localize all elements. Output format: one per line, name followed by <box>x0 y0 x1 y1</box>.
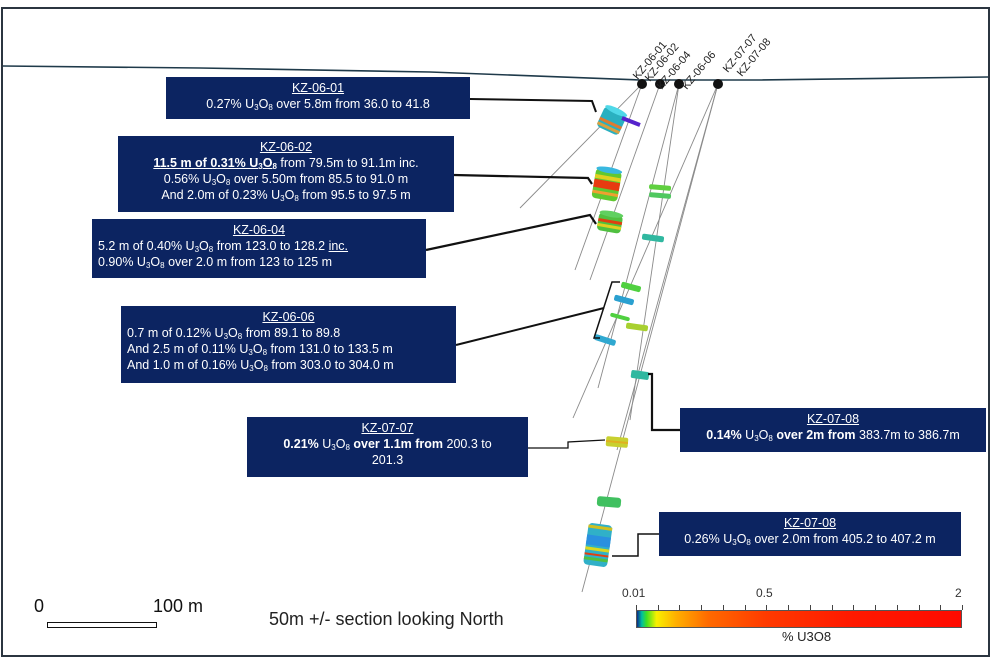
interval-kz-06-02 <box>591 166 623 202</box>
legend-tick <box>636 605 637 610</box>
interval-kz-06-04 <box>597 210 624 234</box>
interval-kz-06-06-h <box>594 334 616 346</box>
drill-traces <box>519 83 719 593</box>
callout-title: KZ-06-04 <box>232 223 286 237</box>
callout-line: 201.3 <box>371 453 404 467</box>
leader-kz-06-02 <box>453 173 593 185</box>
callout-line: 0.26% U3O8 over 2.0m from 405.2 to 407.2… <box>684 532 936 547</box>
drill-trace-kz-06-06 <box>629 83 680 421</box>
drill-trace-kz-06-04 <box>589 83 661 281</box>
legend-tick <box>788 605 790 610</box>
callout-kz-07-08-lower: KZ-07-08 0.26% U3O8 over 2.0m from 405.2… <box>659 512 961 556</box>
legend-tick <box>657 605 659 610</box>
interval-kz-07-08-a <box>630 370 650 380</box>
callout-line: 0.56% U3O8 over 5.50m from 85.5 to 91.0 … <box>163 172 409 187</box>
drill-trace-kz-06-06b <box>597 83 680 389</box>
legend-tick <box>962 605 963 610</box>
callout-line: And 1.0 m of 0.16% U3O8 from 303.0 to 30… <box>127 358 394 373</box>
legend-tick <box>875 605 877 610</box>
leader-lines <box>425 98 680 557</box>
callout-line: 5.2 m of 0.40% U3O8 from 123.0 to 128.2 … <box>98 239 349 254</box>
callout-title: KZ-06-02 <box>259 140 313 154</box>
callout-title: KZ-07-08 <box>806 412 860 426</box>
section-note: 50m +/- section looking North <box>269 609 504 629</box>
callout-kz-07-08-upper: KZ-07-08 0.14% U3O8 over 2m from 383.7m … <box>680 408 986 452</box>
callout-title: KZ-06-01 <box>291 81 345 95</box>
interval-kz-07-08-b <box>596 496 622 508</box>
legend-tick <box>744 605 746 610</box>
interval-kz-06-01-tail <box>621 116 641 127</box>
drill-trace-kz-07-07 <box>616 83 719 451</box>
legend-mid-label: 0.5 <box>756 586 773 600</box>
leader-kz-06-04 <box>425 213 597 252</box>
callout-kz-06-02: KZ-06-02 11.5 m of 0.31% U3O8 from 79.5m… <box>118 136 454 212</box>
leader-kz-06-06 <box>455 307 605 346</box>
scale-bar-end-label: 100 m <box>153 596 204 616</box>
mineralized-intervals <box>583 105 672 567</box>
legend-unit-label: % U3O8 <box>782 629 832 644</box>
callout-kz-06-06: KZ-06-06 0.7 m of 0.12% U3O8 from 89.1 t… <box>121 306 456 383</box>
leader-kz-06-06-bracket <box>592 281 620 339</box>
legend-tick <box>722 605 724 610</box>
collar-kz-06-06[interactable] <box>674 79 684 89</box>
callout-kz-07-07: KZ-07-07 0.21% U3O8 over 1.1m from 200.3… <box>247 417 528 477</box>
callout-line: 0.27% U3O8 over 5.8m from 36.0 to 41.8 <box>206 97 430 112</box>
legend-tick <box>679 605 681 610</box>
collars <box>637 79 723 89</box>
legend-tick <box>809 605 811 610</box>
drill-trace-kz-07-07b <box>572 83 719 419</box>
collar-kz-06-01-02[interactable] <box>637 79 647 89</box>
callout-kz-06-04: KZ-06-04 5.2 m of 0.40% U3O8 from 123.0 … <box>92 219 426 278</box>
collar-kz-06-04[interactable] <box>655 79 665 89</box>
interval-kz-06-06-a <box>649 184 672 191</box>
callout-title: KZ-06-06 <box>262 310 315 324</box>
legend-tick <box>918 605 920 610</box>
legend-tick <box>940 605 942 610</box>
interval-kz-06-06-f <box>610 312 630 322</box>
legend-tick <box>853 605 855 610</box>
scale-bar-start-label: 0 <box>34 596 45 616</box>
drill-trace-kz-07-08 <box>581 83 719 593</box>
callout-line: 11.5 m of 0.31% U3O8 from 79.5m to 91.1m… <box>153 156 419 171</box>
collar-kz-07-07-08[interactable] <box>713 79 723 89</box>
ground-surface-line <box>2 65 989 81</box>
callout-title: KZ-07-07 <box>361 421 414 435</box>
grade-legend: 0.01 0.5 2 % U3O8 <box>622 586 967 646</box>
callout-line: 0.14% U3O8 over 2m from 383.7m to 386.7m <box>706 428 960 443</box>
interval-kz-06-06-g <box>625 322 649 332</box>
callout-title: KZ-07-08 <box>783 516 837 530</box>
callout-line: And 2.5 m of 0.11% U3O8 from 131.0 to 13… <box>127 342 393 357</box>
leader-kz-07-08-b <box>612 533 660 557</box>
scale-bar <box>47 622 157 628</box>
interval-kz-07-07 <box>605 436 629 448</box>
legend-tick <box>896 605 898 610</box>
legend-tick <box>701 605 703 610</box>
figure-frame <box>1 7 990 657</box>
interval-kz-06-06-c <box>641 233 665 243</box>
leader-kz-07-07 <box>528 439 606 449</box>
legend-max-label: 2 <box>955 586 962 600</box>
interval-kz-07-08-c <box>583 523 613 567</box>
drill-trace-kz-06-01 <box>519 83 643 209</box>
legend-tick <box>766 605 768 610</box>
callout-line: 0.7 m of 0.12% U3O8 from 89.1 to 89.8 <box>127 326 341 341</box>
interval-kz-06-01 <box>596 105 628 135</box>
interval-kz-06-06-e <box>614 294 634 306</box>
callout-kz-06-01: KZ-06-01 0.27% U3O8 over 5.8m from 36.0 … <box>166 77 470 119</box>
leader-kz-07-08-a <box>648 372 680 432</box>
interval-kz-06-06-b <box>649 192 672 199</box>
callout-line: And 2.0m of 0.23% U3O8 from 95.5 to 97.5… <box>161 188 411 203</box>
legend-min-label: 0.01 <box>622 586 646 600</box>
callout-line: 0.90% U3O8 over 2.0 m from 123 to 125 m <box>98 255 333 270</box>
callout-line: 0.21% U3O8 over 1.1m from 200.3 to <box>283 437 492 452</box>
legend-colorbar <box>636 610 962 628</box>
interval-kz-06-06-d <box>621 281 641 293</box>
legend-tick <box>831 605 833 610</box>
leader-kz-06-01 <box>469 98 597 113</box>
